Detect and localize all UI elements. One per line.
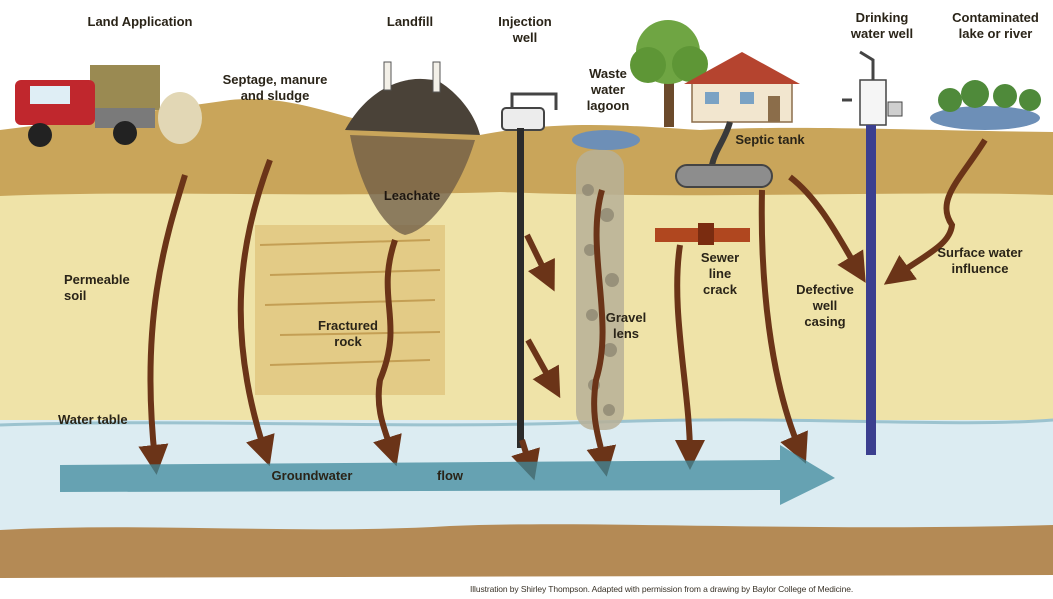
sewer-crack: [698, 223, 714, 245]
label-septage: Septage, manure and sludge: [205, 72, 345, 104]
label-landfill: Landfill: [370, 14, 450, 30]
label-groundwater: Groundwater: [252, 468, 372, 484]
label-sewer-line-crack: Sewer line crack: [690, 250, 750, 298]
label-flow: flow: [420, 468, 480, 484]
fractured-rock-zone: [255, 225, 445, 395]
label-contaminated-lake: Contaminated lake or river: [938, 10, 1053, 42]
label-fractured-rock: Fractured rock: [308, 318, 388, 350]
label-septic-tank: Septic tank: [725, 132, 815, 148]
label-drinking-water-well: Drinking water well: [832, 10, 932, 42]
label-leachate: Leachate: [372, 188, 452, 204]
label-waste-water-lagoon: Waste water lagoon: [578, 66, 638, 114]
label-injection-well: Injection well: [485, 14, 565, 46]
waste-water-lagoon: [572, 130, 640, 150]
label-defective-well-casing: Defective well casing: [780, 282, 870, 330]
label-permeable-soil: Permeable soil: [64, 272, 154, 304]
label-surface-water: Surface water influence: [920, 245, 1040, 277]
landfill-vent-right: [433, 62, 440, 92]
septic-tank: [676, 165, 772, 187]
bedrock-layer: [0, 524, 1053, 578]
label-gravel-lens: Gravel lens: [596, 310, 656, 342]
illustration-credit: Illustration by Shirley Thompson. Adapte…: [470, 584, 1050, 594]
injection-well-pipe: [517, 128, 524, 448]
landfill-vent-left: [384, 62, 391, 90]
label-land-application: Land Application: [70, 14, 210, 30]
label-water-table: Water table: [58, 412, 158, 428]
